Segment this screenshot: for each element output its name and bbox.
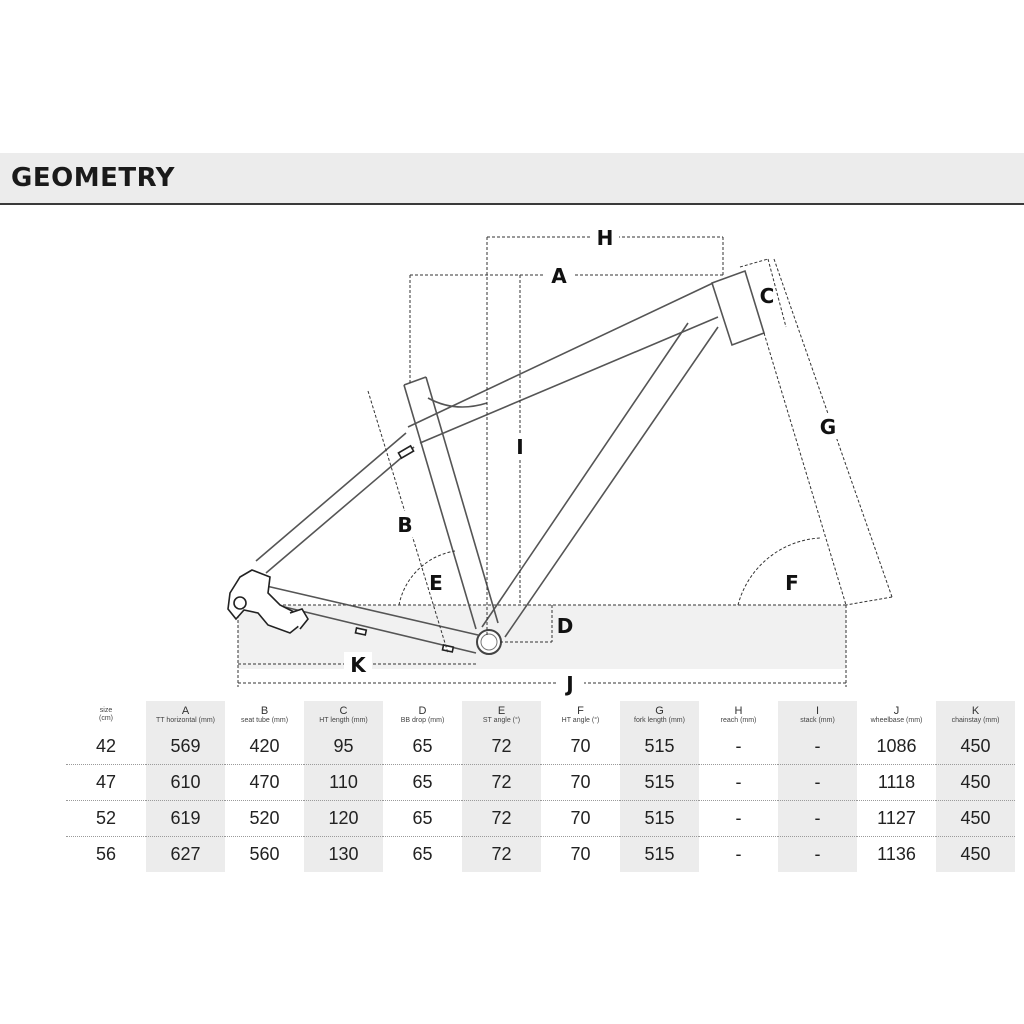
table-cell: 569 <box>146 729 225 765</box>
table-cell: 450 <box>936 764 1015 801</box>
frame-outline <box>255 269 765 654</box>
dimension-lines <box>238 236 893 684</box>
table-cell: 515 <box>620 800 699 837</box>
table-cell: 1086 <box>857 729 936 765</box>
table-cell: 72 <box>462 764 541 801</box>
dimension-labels: H A C G I B E F D K J <box>344 225 842 696</box>
label-A: A <box>551 264 567 288</box>
label-B: B <box>397 513 412 537</box>
table-cell: - <box>699 764 778 801</box>
table-cell: - <box>699 729 778 765</box>
table-cell: 515 <box>620 764 699 801</box>
table-cell: 450 <box>936 729 1015 765</box>
table-cell: 120 <box>304 800 383 837</box>
table-cell: 70 <box>541 764 620 801</box>
rear-dropout <box>227 444 455 653</box>
table-cell: 470 <box>225 764 304 801</box>
table-cell: 515 <box>620 729 699 765</box>
frame-drawing: H A C G I B E F D K J <box>227 225 893 696</box>
table-row: 56 627 560 130 65 72 70 515 - - 1136 450 <box>66 836 1015 872</box>
frame-geometry-diagram: H A C G I B E F D K J <box>0 205 1024 700</box>
label-J: J <box>564 672 573 696</box>
table-cell: 70 <box>541 729 620 765</box>
table-cell: - <box>778 800 857 837</box>
table-cell: 1127 <box>857 800 936 837</box>
gusset <box>427 397 488 408</box>
table-row: 47 610 470 110 65 72 70 515 - - 1118 450 <box>66 764 1015 801</box>
top-tube <box>407 282 719 444</box>
table-cell: 627 <box>146 836 225 872</box>
down-tube <box>481 322 719 638</box>
table-cell: 72 <box>462 800 541 837</box>
table-cell: 130 <box>304 836 383 872</box>
table-cell: 72 <box>462 729 541 765</box>
table-cell: - <box>778 836 857 872</box>
label-C: C <box>760 284 775 308</box>
table-cell: 450 <box>936 800 1015 837</box>
table-cell: - <box>735 844 742 864</box>
col-size: size(cm) <box>99 707 113 722</box>
geometry-header: GEOMETRY <box>0 153 1024 205</box>
table-cell: 70 <box>570 844 591 864</box>
table-cell: - <box>699 800 778 837</box>
section-title: GEOMETRY <box>11 163 175 193</box>
label-K: K <box>350 653 367 677</box>
seat-tube <box>403 376 499 630</box>
table-cell: 47 <box>66 764 146 801</box>
table-cell: 515 <box>620 836 699 872</box>
table-cell: 95 <box>304 729 383 765</box>
ground-area <box>238 605 846 669</box>
table-cell: 52 <box>66 800 146 837</box>
table-cell: 450 <box>936 836 1015 872</box>
table-cell: - <box>778 729 857 765</box>
table-cell: 65 <box>412 844 433 864</box>
table-cell: 520 <box>225 800 304 837</box>
label-H: H <box>597 226 614 250</box>
table-cell: 1136 <box>877 844 916 864</box>
table-cell: 110 <box>304 764 383 801</box>
table-row: 52 619 520 120 65 72 70 515 - - 1127 450 <box>66 800 1015 837</box>
table-cell: 70 <box>541 800 620 837</box>
seat-stay <box>255 432 415 574</box>
bottom-bracket-inner <box>480 633 498 651</box>
table-cell: 65 <box>383 729 462 765</box>
table-cell: 65 <box>383 764 462 801</box>
table-cell: 56 <box>95 844 117 864</box>
table-cell: 72 <box>462 836 541 872</box>
table-cell: 610 <box>146 764 225 801</box>
label-E: E <box>429 571 443 595</box>
table-cell: 619 <box>146 800 225 837</box>
table-row: 42 569 420 95 65 72 70 515 - - 1086 450 <box>66 729 1015 765</box>
table-cell: - <box>778 764 857 801</box>
table-cell: 560 <box>249 844 280 864</box>
table-cell: 1118 <box>857 764 936 801</box>
label-I: I <box>516 435 523 459</box>
label-F: F <box>785 571 799 595</box>
label-D: D <box>557 614 574 638</box>
table-cell: 65 <box>383 800 462 837</box>
table-cell: 420 <box>225 729 304 765</box>
head-tube <box>711 269 765 347</box>
label-G: G <box>820 415 836 439</box>
table-cell: 42 <box>66 729 146 765</box>
seat-tube-top <box>403 376 427 386</box>
